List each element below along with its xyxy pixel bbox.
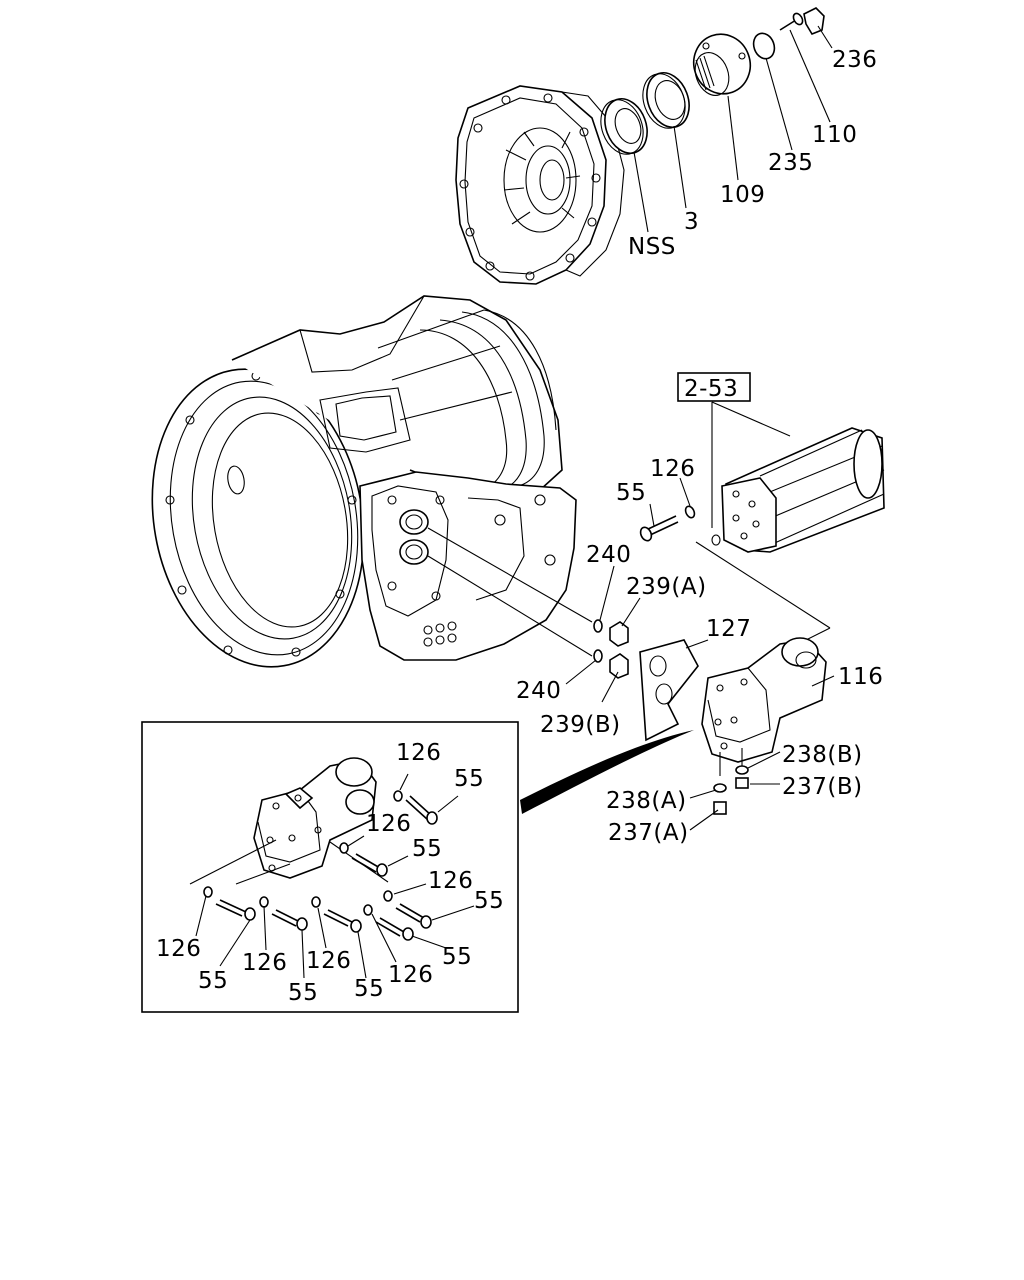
label-237b: 237(B) — [782, 774, 863, 800]
leader-55 — [649, 503, 655, 527]
label-109: 109 — [720, 182, 765, 208]
main-leaders — [565, 565, 835, 831]
inset-label-55-b: 55 — [412, 836, 442, 862]
label-55-main: 55 — [616, 480, 646, 506]
label-239b: 239(B) — [540, 712, 621, 738]
transmission-housing — [151, 295, 577, 668]
label-240-upper: 240 — [586, 542, 631, 568]
inset-detail — [141, 721, 519, 1013]
inset-label-126-e: 126 — [306, 948, 351, 974]
label-116: 116 — [838, 664, 883, 690]
inset-label-126-f: 126 — [242, 950, 287, 976]
fittings-239 — [609, 621, 629, 679]
washer-235 — [752, 32, 776, 60]
label-127: 127 — [706, 616, 751, 642]
label-237a: 237(A) — [608, 820, 689, 846]
top-cover-assembly — [455, 85, 625, 285]
o-rings-240 — [593, 619, 603, 663]
plugs-237-238 — [713, 748, 749, 815]
gasket-127 — [639, 639, 699, 742]
label-3: 3 — [684, 209, 699, 235]
bearing-3 — [642, 72, 690, 129]
callout-wedge — [520, 730, 694, 814]
inset-fasteners — [203, 790, 438, 941]
inset-leaders — [195, 773, 475, 979]
oil-seal-nss — [600, 98, 648, 155]
washer-126-main — [684, 505, 696, 519]
inset-label-55-f: 55 — [288, 980, 318, 1006]
bolt-55-main — [639, 515, 679, 542]
label-238a: 238(A) — [606, 788, 687, 814]
flange-109 — [692, 33, 752, 96]
inset-label-55-g: 55 — [198, 968, 228, 994]
label-nss: NSS — [628, 234, 676, 260]
solenoid-unit — [711, 427, 885, 553]
reference-2-53 — [677, 372, 791, 528]
bolt-110 — [779, 12, 804, 31]
label-240-lower: 240 — [516, 678, 561, 704]
label-126-main: 126 — [650, 456, 695, 482]
inset-label-126-c: 126 — [428, 868, 473, 894]
leader-126 — [679, 477, 691, 507]
inset-label-55-e: 55 — [354, 976, 384, 1002]
label-239a: 239(A) — [626, 574, 707, 600]
inset-label-55-c: 55 — [474, 888, 504, 914]
label-235: 235 — [768, 150, 813, 176]
valve-body-116 — [701, 637, 827, 763]
label-110: 110 — [812, 122, 857, 148]
top-leaders — [633, 25, 833, 233]
inset-label-55-a: 55 — [454, 766, 484, 792]
label-ref-2-53: 2-53 — [684, 376, 738, 402]
inset-label-126-d: 126 — [388, 962, 433, 988]
inset-label-126-g: 126 — [156, 936, 201, 962]
label-238b: 238(B) — [782, 742, 863, 768]
inset-label-55-d: 55 — [442, 944, 472, 970]
inset-label-126-a: 126 — [396, 740, 441, 766]
inset-label-126-b: 126 — [366, 811, 411, 837]
label-236: 236 — [832, 47, 877, 73]
